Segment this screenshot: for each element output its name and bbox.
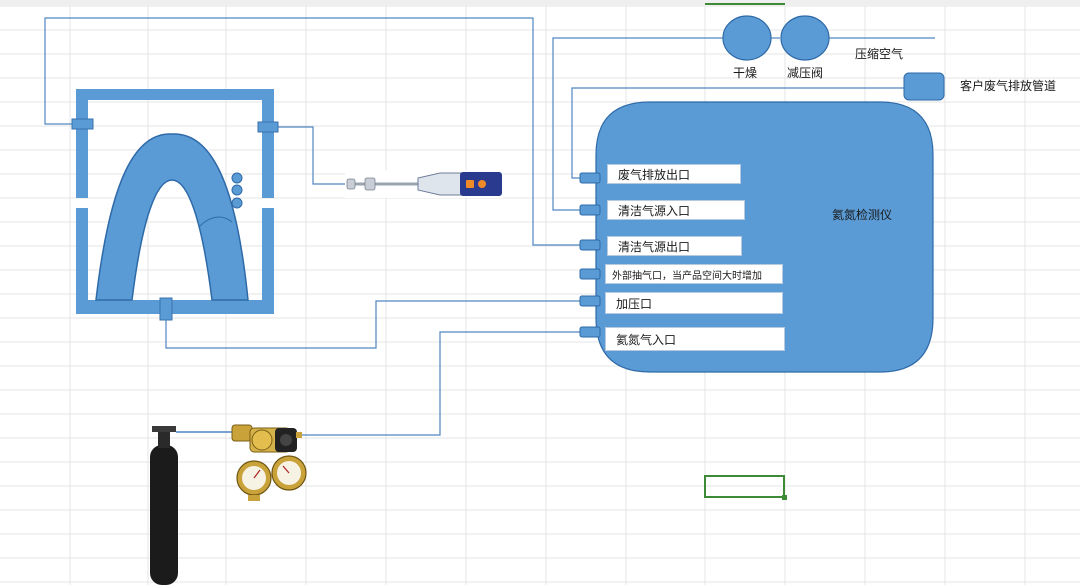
port-pressurize: 加压口 [605, 292, 783, 314]
pressure-regulator [231, 424, 307, 501]
pipe-lines [44, 17, 935, 436]
pressure-reducing-valve [780, 15, 830, 61]
port-clean-gas-outlet: 清洁气源出口 [607, 236, 742, 256]
port-external-pump: 外部抽气口，当产品空间大时增加 [605, 264, 783, 284]
arch-product [95, 133, 249, 301]
fill-handle[interactable] [782, 495, 787, 500]
sniffer-probe [345, 170, 503, 198]
pressure-reducer-label: 减压阀 [787, 66, 824, 80]
compressed-air-label: 压缩空气 [855, 47, 904, 61]
customer-exhaust-label: 客户废气排放管道 [960, 79, 1057, 93]
port-exhaust-outlet: 废气排放出口 [607, 164, 741, 184]
customer-exhaust-box [903, 72, 945, 101]
instrument-fittings [579, 172, 601, 338]
sheet-header-strip [0, 0, 1080, 6]
instrument-label: 氦氮检测仪 [832, 208, 893, 222]
selected-cell[interactable] [704, 475, 785, 498]
dryer-label: 干燥 [733, 66, 758, 80]
dryer-unit [722, 15, 772, 61]
port-he-n-gas-inlet: 氦氮气入口 [605, 327, 785, 351]
port-clean-gas-inlet: 清洁气源入口 [607, 200, 745, 220]
test-chamber [71, 89, 279, 321]
gas-cylinder [150, 426, 235, 585]
